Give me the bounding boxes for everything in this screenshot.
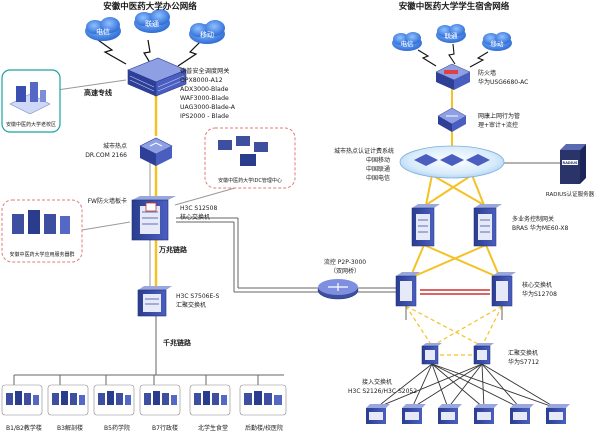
building-label: 后勤楼/校医院 <box>245 424 283 432</box>
left-cloud-mobile: 移动 <box>189 20 225 44</box>
right-cloud-unicom: 联通 <box>436 24 466 43</box>
right-title: 安徽中医药大学学生宿舍网络 <box>399 1 510 12</box>
gateway-line: IPS2000 - Blade <box>180 113 229 120</box>
billing-line: 中国联通 <box>366 165 390 173</box>
gateway-line: WAF3000-Blade <box>180 95 229 102</box>
access-label-1: 接入交换机 <box>362 378 392 386</box>
hotspot-device <box>139 137 173 166</box>
access-switch <box>402 404 426 424</box>
fw-card-label: FW防火墙板卡 <box>88 197 127 205</box>
access-switch <box>474 404 498 424</box>
agg-switch-right-a <box>421 343 442 365</box>
idc-label: 安徽中医药大学IDC管理中心 <box>218 177 282 184</box>
firewall-right <box>435 63 471 90</box>
building-b1b2: B1/B2教学楼 <box>1 384 43 432</box>
access-links <box>375 363 557 409</box>
fw-right-label-2: 华为USG6680-AC <box>478 78 528 86</box>
access-switch <box>366 404 390 424</box>
highspeed-label: 高速专线 <box>84 88 112 97</box>
radius-server: RADIUS <box>560 144 586 184</box>
access-label-2: H3C S2126/H3C S2052 <box>348 388 417 395</box>
gateway-line: DPX8000-A12 <box>180 77 223 84</box>
agg-switch-right-b <box>473 343 494 365</box>
fw-right-label-1: 防火墙 <box>478 69 496 77</box>
building-b7: B7行政楼 <box>139 384 181 432</box>
cloud-label: 联通 <box>145 19 159 28</box>
cloud-label: 移动 <box>491 39 505 48</box>
right-cloud-telecom: 电信 <box>392 32 422 51</box>
gateway-line: UAG3000-Blade-A <box>180 104 236 111</box>
core-left-label-2: 核心交换机 <box>180 213 210 221</box>
agg-right-label-1: 汇聚交换机 <box>508 349 538 357</box>
behavior-device <box>437 107 467 132</box>
bras-label-1: 多业务控制网关 <box>512 215 554 223</box>
gateway-label: 德普安全调度网关 DPX8000-A12 ADX3000-Blade WAF30… <box>180 67 236 120</box>
idc-box: 安徽中医药大学IDC管理中心 <box>204 127 296 189</box>
billing-labels: 城市热点认证计费系统 中国移动 中国联通 中国电信 <box>334 147 394 182</box>
gateway-line: ADX3000-Blade <box>180 86 229 93</box>
radius-badge: RADIUS <box>563 161 578 165</box>
core-switch-right-a <box>395 272 420 307</box>
gateway-line: 德普安全调度网关 <box>180 67 230 75</box>
cloud-label: 联通 <box>445 31 459 40</box>
onegig-label: 千兆链路 <box>163 338 192 347</box>
billing-ellipse <box>399 145 505 179</box>
building-label: B1/B2教学楼 <box>6 424 42 432</box>
agg-left-label-1: H3C S7506E-S <box>176 293 219 300</box>
left-lightning <box>97 39 201 67</box>
app-server-box: 安徽中医药大学应用服务器群 <box>1 199 83 263</box>
building-north-canteen: 北学生食堂 <box>189 384 231 432</box>
access-switch <box>546 404 570 424</box>
cloud-label: 移动 <box>200 30 214 39</box>
behavior-label-2: 理+审计+流控 <box>478 121 518 129</box>
billing-line: 城市热点认证计费系统 <box>334 147 394 155</box>
flow-label-2: （双网桥） <box>330 267 360 275</box>
building-b3: B3解剖楼 <box>47 384 89 432</box>
bras-label-2: BRAS 华为ME60-X8 <box>512 224 568 232</box>
radius-label: RADIUS认证服务器 <box>546 190 595 198</box>
left-cloud-unicom: 联通 <box>134 9 170 33</box>
hotspot-label-1: 城市热点 <box>103 142 127 150</box>
core-right-label-1: 核心交换机 <box>522 281 552 289</box>
right-lightning <box>417 43 489 68</box>
left-cloud-telecom: 电信 <box>85 17 121 41</box>
building-label: 北学生食堂 <box>198 424 228 432</box>
access-switch <box>438 404 462 424</box>
access-switch <box>510 404 534 424</box>
left-links <box>13 79 318 386</box>
core-left-label-1: H3C S12508 <box>180 205 218 212</box>
campus-label: 安徽中医药大学老校区 <box>6 121 56 128</box>
agg-right-label-2: 华为S7712 <box>508 358 539 366</box>
right-cloud-mobile: 移动 <box>482 32 512 51</box>
core-right-label-2: 华为S12708 <box>522 290 557 298</box>
hotspot-label-2: DR.COM 2166 <box>85 152 127 159</box>
campus-box: 安徽中医药大学老校区 <box>1 69 61 133</box>
flow-controller <box>317 279 359 300</box>
building-logistics: 后勤楼/校医院 <box>239 384 287 432</box>
building-label: B7行政楼 <box>152 424 178 432</box>
flow-label-1: 流控 P2P-3000 <box>324 258 366 266</box>
app-server-label: 安徽中医药大学应用服务器群 <box>9 251 74 258</box>
agg-left-label-2: 汇聚交换机 <box>176 301 206 309</box>
building-label: B5药学院 <box>104 424 130 432</box>
right-links <box>358 84 560 356</box>
bras-left <box>411 204 440 247</box>
tengig-label: 万兆链路 <box>158 245 188 254</box>
agg-switch-left <box>137 286 172 317</box>
billing-line: 中国移动 <box>366 156 390 164</box>
left-title: 安徽中医药大学办公网络 <box>103 1 197 12</box>
gateway-device <box>127 57 187 97</box>
bras-right <box>473 204 502 247</box>
core-switch-left <box>131 196 176 241</box>
building-label: B3解剖楼 <box>57 424 83 432</box>
building-b5: B5药学院 <box>93 384 135 432</box>
billing-line: 中国电信 <box>366 174 390 182</box>
cloud-label: 电信 <box>401 39 415 48</box>
core-switch-right-b <box>491 272 516 307</box>
cloud-label: 电信 <box>96 27 110 36</box>
behavior-label-1: 网康上网行为管 <box>478 112 520 120</box>
